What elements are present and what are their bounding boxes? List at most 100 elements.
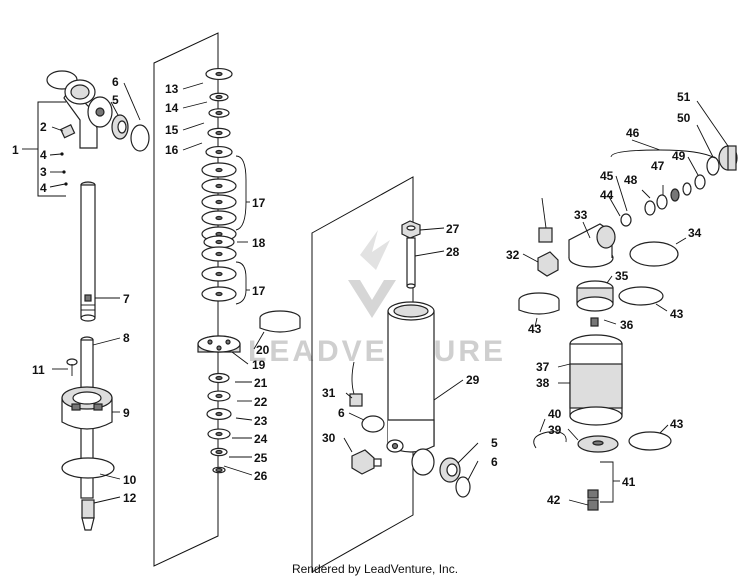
callout-14: 14 xyxy=(165,101,179,115)
part-cylinder-37-38 xyxy=(569,334,623,426)
callout-36: 36 xyxy=(620,318,634,332)
callout-13: 13 xyxy=(165,82,179,96)
shim-hole xyxy=(215,449,223,455)
part-screw-42 xyxy=(587,499,599,511)
callout-49: 49 xyxy=(672,149,686,163)
part-band-20 xyxy=(259,310,301,333)
callout-41: 41 xyxy=(622,475,636,489)
callout-43c: 43 xyxy=(670,417,684,431)
part-shim-stack xyxy=(201,67,237,474)
callout-44: 44 xyxy=(600,188,614,202)
part-rod-28 xyxy=(406,237,416,289)
part-oring-6-center-b xyxy=(455,476,471,498)
part-hose-45 xyxy=(538,197,553,243)
callout-7: 7 xyxy=(123,292,130,306)
callout-39: 39 xyxy=(548,423,562,437)
part-cap-39 xyxy=(577,435,619,453)
part-fitting-30 xyxy=(351,449,382,475)
shim-hole xyxy=(215,215,223,221)
callout-40: 40 xyxy=(548,407,562,421)
callout-5a: 5 xyxy=(112,93,119,107)
part-spring-3 xyxy=(62,170,66,174)
callout-2: 2 xyxy=(40,120,47,134)
callout-23: 23 xyxy=(254,414,268,428)
watermark-text: LEADVENTURE xyxy=(248,335,506,368)
callout-47: 47 xyxy=(651,159,665,173)
part-eyelet xyxy=(46,70,113,149)
callout-45: 45 xyxy=(600,169,614,183)
callout-6a: 6 xyxy=(112,75,119,89)
shim-hole xyxy=(215,271,223,277)
part-bushing-5 xyxy=(111,114,129,140)
callout-6c: 6 xyxy=(491,455,498,469)
shim-hole xyxy=(215,375,223,381)
callout-38: 38 xyxy=(536,376,550,390)
part-bushing-5-center xyxy=(439,457,461,483)
part-screw-41 xyxy=(587,489,599,499)
callout-9: 9 xyxy=(123,406,130,420)
callout-43a: 43 xyxy=(528,322,542,336)
callout-31: 31 xyxy=(322,386,336,400)
part-washer-44 xyxy=(620,213,632,227)
part-oring-6-center xyxy=(361,415,385,433)
shim-hole xyxy=(215,467,223,473)
callout-11: 11 xyxy=(32,363,45,377)
part-ring-43c xyxy=(628,431,672,451)
part-shaft-7 xyxy=(80,181,96,322)
callout-17b: 17 xyxy=(252,284,266,298)
shim-hole xyxy=(215,239,223,245)
callout-21: 21 xyxy=(254,376,268,390)
callout-17a: 17 xyxy=(252,196,266,210)
part-piston-19 xyxy=(197,335,241,353)
shim-hole xyxy=(215,71,223,77)
part-hose-31 xyxy=(349,361,363,407)
callout-16: 16 xyxy=(165,143,179,157)
shim-hole xyxy=(215,183,223,189)
part-nut-12 xyxy=(81,499,95,531)
shim-hole xyxy=(215,199,223,205)
part-oring-34 xyxy=(629,241,679,267)
callout-30: 30 xyxy=(322,431,336,445)
shim-hole xyxy=(215,411,223,417)
part-washer-10 xyxy=(61,457,115,479)
callout-15: 15 xyxy=(165,123,179,137)
part-screw-11 xyxy=(66,358,78,376)
callout-8: 8 xyxy=(123,331,130,345)
callout-48: 48 xyxy=(624,173,638,187)
callout-32: 32 xyxy=(506,248,520,262)
callout-5b: 5 xyxy=(491,436,498,450)
callout-22: 22 xyxy=(254,395,268,409)
part-ball-4b xyxy=(64,182,68,186)
shim-hole xyxy=(215,149,223,155)
part-cap-50-51 xyxy=(706,145,738,176)
callout-27: 27 xyxy=(446,222,460,236)
callout-33: 33 xyxy=(574,208,588,222)
callout-4b: 4 xyxy=(40,181,47,195)
part-circlip-40 xyxy=(533,431,567,449)
callout-42: 42 xyxy=(547,493,561,507)
callout-19: 19 xyxy=(252,358,266,372)
callout-50: 50 xyxy=(677,111,691,125)
shim-hole xyxy=(215,431,223,437)
shim-hole xyxy=(215,393,223,399)
shim-hole xyxy=(215,291,223,297)
group-frame-center xyxy=(311,176,414,573)
callout-28: 28 xyxy=(446,245,460,259)
shim-hole xyxy=(215,94,223,100)
callout-20: 20 xyxy=(256,343,270,357)
part-screw-36 xyxy=(590,317,599,327)
callout-26: 26 xyxy=(254,469,268,483)
part-oring-6 xyxy=(130,124,150,152)
callout-43b: 43 xyxy=(670,307,684,321)
leader-lines xyxy=(22,82,729,506)
callout-34: 34 xyxy=(688,226,702,240)
part-fitting-32 xyxy=(537,251,559,277)
shim-hole xyxy=(215,251,223,257)
part-ring-43b xyxy=(618,286,664,306)
callout-4a: 4 xyxy=(40,148,47,162)
watermark: LEADVENTURE xyxy=(248,230,506,368)
shim-hole xyxy=(215,167,223,173)
part-nut-27 xyxy=(401,220,421,239)
part-valve-47-48 xyxy=(644,174,706,216)
